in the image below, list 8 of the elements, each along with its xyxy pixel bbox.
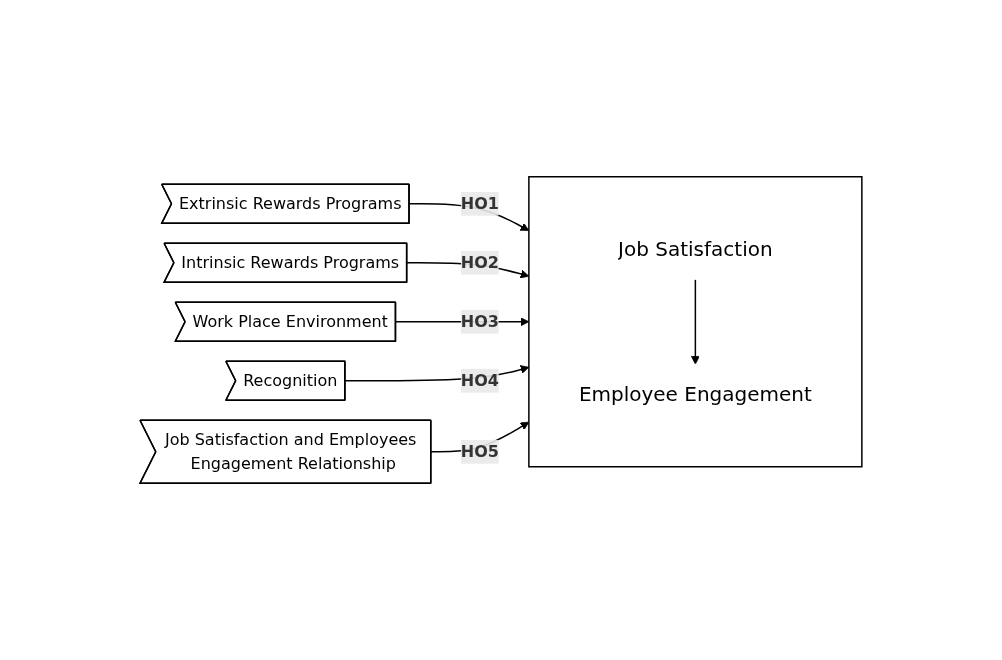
edge-label: HO4 bbox=[460, 370, 499, 390]
node-text: Employee Engagement bbox=[578, 382, 812, 407]
edge-label: HO2 bbox=[460, 252, 499, 272]
edge-label: HO5 bbox=[460, 441, 499, 461]
edge-label: HO1 bbox=[460, 193, 499, 213]
edge-label: HO3 bbox=[460, 311, 499, 331]
arrow bbox=[691, 278, 700, 365]
cluster bbox=[528, 176, 863, 468]
